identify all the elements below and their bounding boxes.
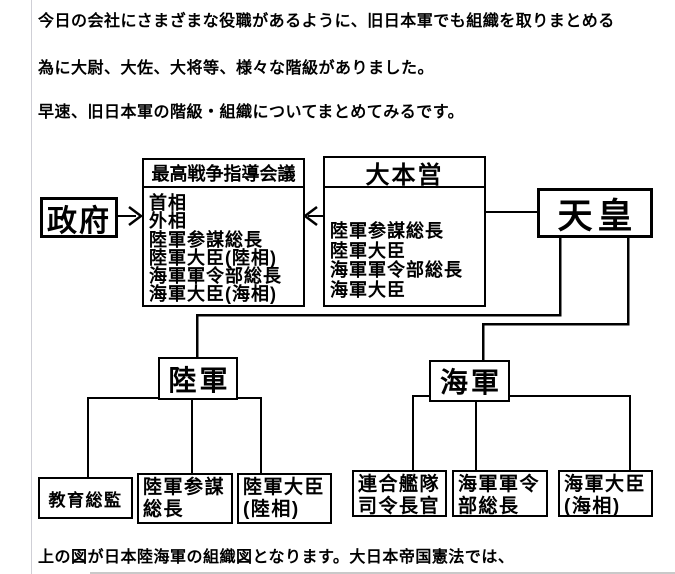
army-box: 陸軍: [158, 357, 238, 400]
council-member: 陸軍参謀総長: [149, 229, 263, 250]
outro-paragraph: 上の図が日本陸海軍の組織図となります。大日本帝国憲法では、: [38, 549, 515, 566]
combined-fleet-commander-label-line2: 司令長官: [358, 496, 441, 517]
navy-general-staff-chief-box: 海軍軍令 部総長: [452, 470, 548, 517]
army-chief-of-staff-label-line2: 総長: [143, 499, 185, 520]
army-minister-label-line2: (陸相): [243, 499, 300, 520]
connector-navy-to-navy-minister: [510, 395, 631, 470]
hq-member: 陸軍参謀総長: [330, 221, 444, 241]
council-member: 首相: [149, 193, 187, 213]
navy-minister-label-line1: 海軍大臣: [564, 474, 647, 495]
navy-box: 海軍: [429, 360, 510, 402]
navy-general-staff-chief-label-line2: 部総長: [458, 496, 520, 517]
army-minister-box: 陸軍大臣 (陸相): [237, 473, 332, 524]
emperor-label: 天皇: [557, 196, 638, 236]
imperial-hq-title: 大本営: [325, 158, 484, 189]
hq-member: 海軍大臣: [330, 279, 406, 300]
education-inspector-general-box: 教育総監: [38, 477, 133, 519]
connector-emperor-to-army: [195, 238, 562, 357]
combined-fleet-commander-box: 連合艦隊 司令長官: [352, 470, 447, 517]
army-minister-label-line1: 陸軍大臣: [243, 477, 326, 498]
government-label: 政府: [47, 204, 111, 238]
council-member: 海軍大臣(海相): [149, 284, 277, 305]
army-chief-of-staff-box: 陸軍参謀 総長: [137, 473, 233, 524]
imperial-hq-box: 大本営 陸軍参謀総長 陸軍大臣 海軍軍令部総長 海軍大臣: [323, 156, 486, 307]
navy-label: 海軍: [439, 367, 502, 398]
intro-paragraph-2: 為に大尉、大佐、大将等、様々な階級がありました。: [38, 60, 435, 77]
council-member: 海軍軍令部総長: [149, 266, 282, 287]
navy-general-staff-chief-label-line1: 海軍軍令: [458, 474, 541, 495]
supreme-war-council-box: 最高戦争指導会議 首相 外相 陸軍参謀総長 陸軍大臣(陸相) 海軍軍令部総長 海…: [142, 158, 305, 307]
army-chief-of-staff-label-line1: 陸軍参謀: [143, 477, 226, 498]
council-member: 外相: [149, 211, 187, 232]
page-bottom-divider: [90, 572, 675, 574]
connector-emperor-to-navy: [481, 238, 630, 360]
council-member: 陸軍大臣(陸相): [149, 247, 277, 268]
navy-minister-label-line2: (海相): [564, 496, 621, 517]
government-box: 政府: [40, 197, 118, 238]
combined-fleet-commander-label-line1: 連合艦隊: [358, 474, 441, 495]
intro-paragraph-1: 今日の会社にさまざまな役職があるように、旧日本軍でも組織を取りまとめる: [38, 13, 615, 30]
supreme-war-council-title: 最高戦争指導会議: [144, 160, 303, 188]
navy-minister-box: 海軍大臣 (海相): [558, 470, 653, 517]
supreme-war-council-members: 首相 外相 陸軍参謀総長 陸軍大臣(陸相) 海軍軍令部総長 海軍大臣(海相): [144, 188, 303, 304]
education-inspector-general-label: 教育総監: [48, 490, 123, 510]
hq-member: 海軍軍令部総長: [330, 260, 463, 280]
connector-navy-to-combined-fleet: [412, 395, 429, 470]
hq-member: 陸軍大臣: [330, 240, 406, 261]
arrowhead-right-icon: [128, 206, 144, 226]
page-margin-line: [31, 0, 32, 574]
connector-army-to-education-inspector: [87, 397, 158, 477]
emperor-box: 天皇: [537, 188, 653, 238]
army-label: 陸軍: [168, 364, 231, 396]
imperial-hq-members: 陸軍参謀総長 陸軍大臣 海軍軍令部総長 海軍大臣: [325, 188, 484, 300]
arrowhead-left-icon: [302, 206, 318, 226]
intro-paragraph-3: 早速、旧日本軍の階級・組織についてまとめてみるです。: [38, 104, 465, 121]
connector-army-to-army-minister: [238, 397, 262, 473]
